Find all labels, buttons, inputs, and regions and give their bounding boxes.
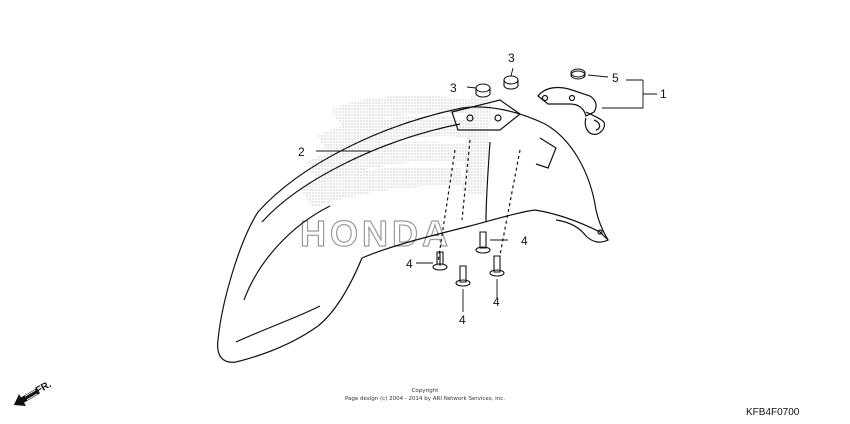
front-fender bbox=[217, 99, 610, 363]
copyright-notice: Page design (c) 2004 - 2014 by ARI Netwo… bbox=[344, 396, 506, 402]
callout-4-left: 4 bbox=[406, 257, 413, 271]
leader-lines bbox=[316, 67, 657, 312]
bolt-icon bbox=[475, 231, 491, 254]
callout-1: 1 bbox=[660, 87, 667, 101]
callout-3-right: 3 bbox=[508, 51, 515, 65]
callout-4-right-low: 4 bbox=[493, 295, 500, 309]
fr-direction-arrow-icon bbox=[13, 388, 40, 407]
callout-5: 5 bbox=[612, 71, 619, 85]
grommet-left bbox=[475, 83, 491, 98]
bolt-icon bbox=[489, 255, 505, 277]
washer-icon bbox=[570, 68, 586, 80]
honda-wing-watermark bbox=[300, 95, 492, 208]
honda-watermark-text: HONDA bbox=[300, 213, 452, 254]
callout-4-right-high: 4 bbox=[521, 234, 528, 248]
copyright-title: Copyright bbox=[411, 388, 439, 394]
bolt-icon bbox=[432, 251, 448, 271]
bolt-icon bbox=[455, 265, 471, 287]
callout-3-left: 3 bbox=[450, 81, 457, 95]
diagram-code: KFB4F0700 bbox=[746, 407, 800, 418]
callout-2: 2 bbox=[298, 145, 305, 159]
callout-4-center-low: 4 bbox=[459, 313, 466, 327]
setting-plate bbox=[537, 86, 605, 135]
grommet-right bbox=[503, 75, 519, 90]
